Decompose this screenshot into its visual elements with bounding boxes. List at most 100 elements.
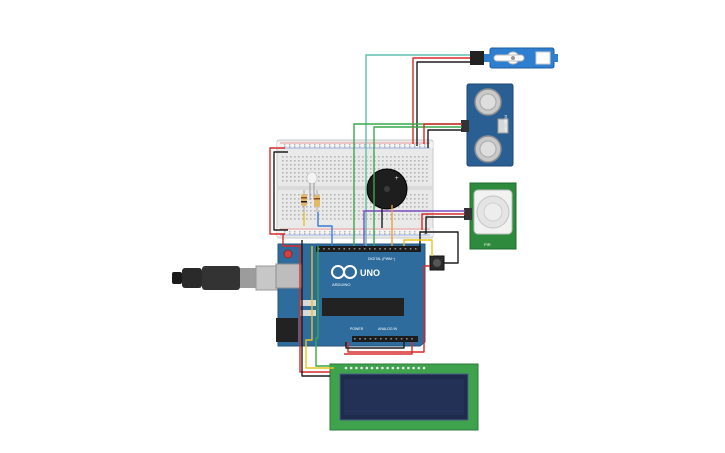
breadboard-hole (338, 172, 340, 174)
breadboard-hole (366, 176, 368, 178)
breadboard-hole (334, 198, 336, 200)
breadboard-rail-hole (329, 146, 331, 148)
breadboard-hole (290, 168, 292, 170)
lcd-pin (360, 366, 363, 370)
breadboard-hole (410, 168, 412, 170)
breadboard-hole (390, 164, 392, 166)
breadboard-hole (382, 164, 384, 166)
pir-sensor[interactable]: PIR (464, 182, 517, 250)
breadboard-hole (290, 180, 292, 182)
breadboard-hole (298, 180, 300, 182)
piezo-buzzer[interactable]: + (366, 168, 408, 210)
breadboard-hole (346, 168, 348, 170)
breadboard-hole (402, 156, 404, 158)
breadboard-hole (422, 194, 424, 196)
analog-pin (400, 338, 403, 340)
ultrasonic-sensor[interactable]: HC-SR04 (461, 83, 514, 167)
breadboard-hole (294, 164, 296, 166)
breadboard-hole (426, 168, 428, 170)
breadboard-hole (402, 218, 404, 220)
breadboard-hole (282, 168, 284, 170)
breadboard-hole (422, 180, 424, 182)
breadboard-hole (346, 176, 348, 178)
wires[interactable] (269, 54, 470, 377)
breadboard-hole (326, 214, 328, 216)
resistor-2[interactable] (314, 190, 320, 212)
breadboard-hole (402, 206, 404, 208)
push-button[interactable] (429, 255, 445, 271)
breadboard-hole (322, 156, 324, 158)
breadboard-hole (322, 202, 324, 204)
breadboard-hole (366, 202, 368, 204)
breadboard-hole (390, 160, 392, 162)
breadboard-rail-hole (339, 146, 341, 148)
breadboard-hole (346, 214, 348, 216)
breadboard-hole (338, 168, 340, 170)
digital-pin (369, 248, 371, 250)
breadboard-hole (354, 206, 356, 208)
breadboard-hole (398, 218, 400, 220)
breadboard-hole (362, 206, 364, 208)
breadboard-hole (282, 160, 284, 162)
breadboard-hole (406, 214, 408, 216)
breadboard-hole (330, 168, 332, 170)
breadboard-hole (306, 206, 308, 208)
breadboard-hole (398, 156, 400, 158)
breadboard-hole (394, 164, 396, 166)
digital-pin (409, 248, 412, 250)
breadboard-rail-hole (419, 144, 421, 146)
breadboard-rail-hole (329, 144, 331, 146)
breadboard-hole (342, 202, 344, 204)
analog-pin (406, 338, 408, 340)
breadboard-hole (282, 164, 284, 166)
breadboard-hole (418, 198, 420, 200)
resistor[interactable] (301, 190, 307, 212)
breadboard-hole (290, 176, 292, 178)
breadboard-hole (358, 202, 360, 204)
breadboard-rail-hole (324, 144, 326, 146)
breadboard-rail-hole (319, 231, 321, 233)
breadboard-hole (330, 210, 332, 212)
breadboard-holes (282, 144, 428, 235)
breadboard-rail-hole (339, 233, 341, 235)
lcd-display[interactable] (329, 363, 479, 431)
wire-button-black (419, 231, 459, 264)
breadboard-hole (318, 194, 320, 196)
ultrasonic-label: HC-SR04 (503, 114, 508, 132)
breadboard-hole (426, 202, 428, 204)
breadboard-hole (394, 156, 396, 158)
breadboard[interactable] (276, 139, 434, 239)
breadboard-hole (398, 160, 400, 162)
breadboard-hole (306, 172, 308, 174)
breadboard-hole (414, 172, 416, 174)
breadboard-hole (378, 156, 380, 158)
reset-button[interactable] (283, 249, 293, 259)
breadboard-rail-hole (344, 144, 346, 146)
breadboard-hole (358, 176, 360, 178)
breadboard-hole (358, 206, 360, 208)
breadboard-rail-hole (349, 146, 351, 148)
breadboard-hole (338, 202, 340, 204)
breadboard-hole (366, 194, 368, 196)
breadboard-hole (346, 194, 348, 196)
breadboard-rail-hole (364, 146, 366, 148)
servo-motor[interactable] (470, 47, 558, 69)
breadboard-hole (318, 164, 320, 166)
breadboard-hole (406, 198, 408, 200)
analog-pin (354, 338, 356, 340)
breadboard-hole (418, 164, 420, 166)
breadboard-hole (350, 206, 352, 208)
breadboard-hole (298, 218, 300, 220)
analog-pin (390, 338, 392, 340)
breadboard-hole (286, 156, 288, 158)
usb-cable (172, 265, 287, 291)
breadboard-rail-hole (309, 144, 311, 146)
breadboard-hole (402, 214, 404, 216)
breadboard-hole (366, 206, 368, 208)
arduino-uno[interactable]: UNO ARDUINO DIGITAL (PWM~) POWER ANALOG … (275, 243, 426, 347)
breadboard-hole (358, 180, 360, 182)
breadboard-hole (302, 160, 304, 162)
breadboard-hole (358, 164, 360, 166)
breadboard-hole (318, 168, 320, 170)
breadboard-hole (310, 210, 312, 212)
